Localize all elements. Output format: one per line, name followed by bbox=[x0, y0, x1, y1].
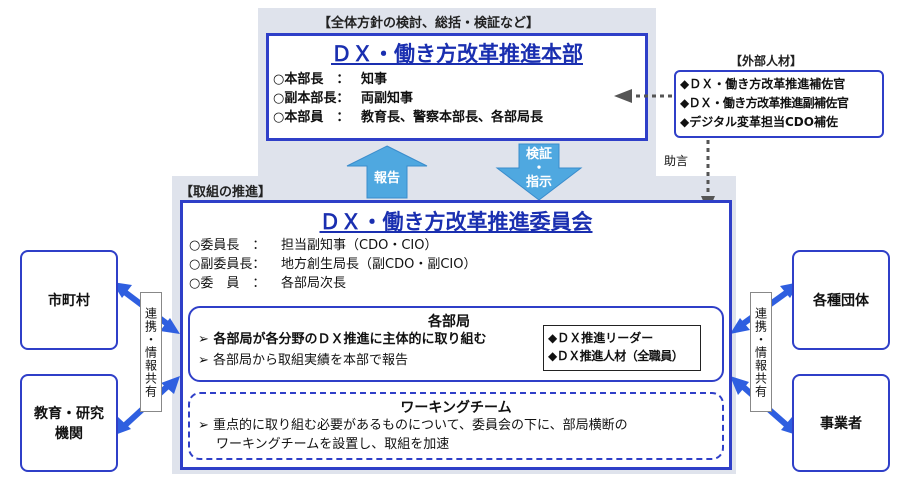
member-role: ○副本部長： bbox=[273, 91, 350, 106]
member-role: ○委員長 ： bbox=[189, 238, 266, 253]
external-item: ◆デジタル変革担当CDO補佐 bbox=[680, 115, 838, 129]
headquarters-member-row: ○本部長 ： 知事 bbox=[273, 70, 645, 89]
committee-member-row: ○委員長 ： 担当副知事（CDO・CIO） bbox=[189, 236, 729, 255]
committee-title: ＤＸ・働き方改革推進委員会 bbox=[319, 210, 593, 234]
verify-line2: 指示 bbox=[525, 175, 552, 190]
departments-box: 各部局 ➢ 各部局が各分野のＤＸ推進に主体的に取り組む ➢ 各部局から取組実績を… bbox=[188, 306, 724, 382]
member-value: 担当副知事（CDO・CIO） bbox=[281, 238, 438, 253]
department-role: ◆ＤＸ推進リーダー bbox=[548, 331, 654, 345]
bullet-text: 各部局から取組実績を本部で報告 bbox=[213, 353, 409, 368]
report-arrow-label: 報告 bbox=[373, 171, 400, 186]
member-role: ○副委員長： bbox=[189, 257, 266, 272]
verify-arrow bbox=[495, 143, 583, 201]
bullet-marker: ➢ bbox=[198, 353, 209, 368]
left-link-label: 連携・情報共有 bbox=[140, 292, 162, 412]
member-role: ○委 員 ： bbox=[189, 276, 266, 291]
entity-education-line1: 教育・研究 bbox=[34, 406, 104, 422]
right-top-arrow-head-a bbox=[730, 318, 750, 334]
department-role: ◆ＤＸ推進人材（全職員） bbox=[548, 349, 684, 363]
external-bracket-title: 【外部人材】 bbox=[730, 54, 803, 68]
working-team-box: ワーキングチーム ➢ 重点的に取り組む必要があるものについて、委員会の下に、部局… bbox=[188, 392, 724, 460]
member-value: 地方創生局長（副CDO・副CIO） bbox=[281, 257, 477, 272]
verify-line1: 検証 bbox=[525, 147, 552, 162]
member-value: 教育長、警察本部長、各部局長 bbox=[361, 110, 544, 125]
department-roles-box: ◆ＤＸ推進リーダー ◆ＤＸ推進人材（全職員） bbox=[543, 325, 701, 371]
entity-organizations: 各種団体 bbox=[792, 250, 890, 350]
department-bullet: ➢ 各部局から取組実績を本部で報告 bbox=[198, 351, 408, 370]
bullet-marker: ➢ bbox=[198, 418, 209, 433]
external-box: ◆ＤＸ・働き方改革推進補佐官 ◆ＤＸ・働き方改革推進副補佐官 ◆デジタル変革担当… bbox=[674, 70, 884, 138]
committee-member-row: ○委 員 ： 各部局次長 bbox=[189, 274, 729, 293]
external-item: ◆ＤＸ・働き方改革推進補佐官 bbox=[680, 77, 846, 91]
verify-dot: ・ bbox=[532, 161, 546, 176]
committee-member-row: ○副委員長： 地方創生局長（副CDO・副CIO） bbox=[189, 255, 729, 274]
entity-education-research: 教育・研究 機関 bbox=[20, 374, 118, 472]
external-item: ◆ＤＸ・働き方改革推進副補佐官 bbox=[680, 96, 849, 110]
bullet-text: 各部局が各分野のＤＸ推進に主体的に取り組む bbox=[213, 332, 487, 347]
left-bottom-arrow-head-b bbox=[161, 376, 180, 394]
headquarters-title: ＤＸ・働き方改革推進本部 bbox=[331, 42, 583, 66]
right-link-label: 連携・情報共有 bbox=[750, 292, 772, 412]
right-bottom-arrow-head-a bbox=[730, 376, 749, 395]
entity-businesses: 事業者 bbox=[792, 374, 890, 472]
working-team-line1: 重点的に取り組む必要があるものについて、委員会の下に、部局横断の bbox=[213, 418, 628, 433]
working-team-text-line2: ワーキングチームを設置し、取組を加速 bbox=[216, 437, 450, 452]
entity-municipalities: 市町村 bbox=[20, 250, 118, 350]
bullet-marker: ➢ bbox=[198, 332, 209, 347]
advice-label: 助言 bbox=[664, 154, 689, 168]
departments-title: 各部局 bbox=[428, 314, 470, 330]
left-top-arrow-head-b bbox=[160, 318, 180, 334]
headquarters-member-row: ○本部員 ： 教育長、警察本部長、各部局長 bbox=[273, 108, 645, 127]
member-role: ○本部長 ： bbox=[273, 72, 350, 87]
verify-arrow-label: 検証 ・ 指示 bbox=[519, 148, 559, 190]
working-team-title: ワーキングチーム bbox=[400, 400, 512, 416]
headquarters-bracket-title: 【全体方針の検討、総括・検証など】 bbox=[318, 16, 540, 31]
external-arrow-head bbox=[614, 89, 632, 103]
headquarters-member-row: ○副本部長： 両副知事 bbox=[273, 89, 645, 108]
entity-education-line2: 機関 bbox=[55, 426, 83, 442]
headquarters-box: ＤＸ・働き方改革推進本部 ○本部長 ： 知事 ○副本部長： 両副知事 ○本部員 ： 教… bbox=[266, 33, 648, 141]
member-value: 両副知事 bbox=[361, 91, 414, 106]
member-role: ○本部員 ： bbox=[273, 110, 350, 125]
member-value: 各部局次長 bbox=[281, 276, 347, 291]
department-bullet: ➢ 各部局が各分野のＤＸ推進に主体的に取り組む bbox=[198, 330, 486, 349]
report-arrow bbox=[346, 145, 428, 199]
committee-bracket-title: 【取組の推進】 bbox=[180, 185, 272, 200]
working-team-text: ➢ 重点的に取り組む必要があるものについて、委員会の下に、部局横断の bbox=[198, 416, 628, 435]
member-value: 知事 bbox=[361, 72, 388, 87]
